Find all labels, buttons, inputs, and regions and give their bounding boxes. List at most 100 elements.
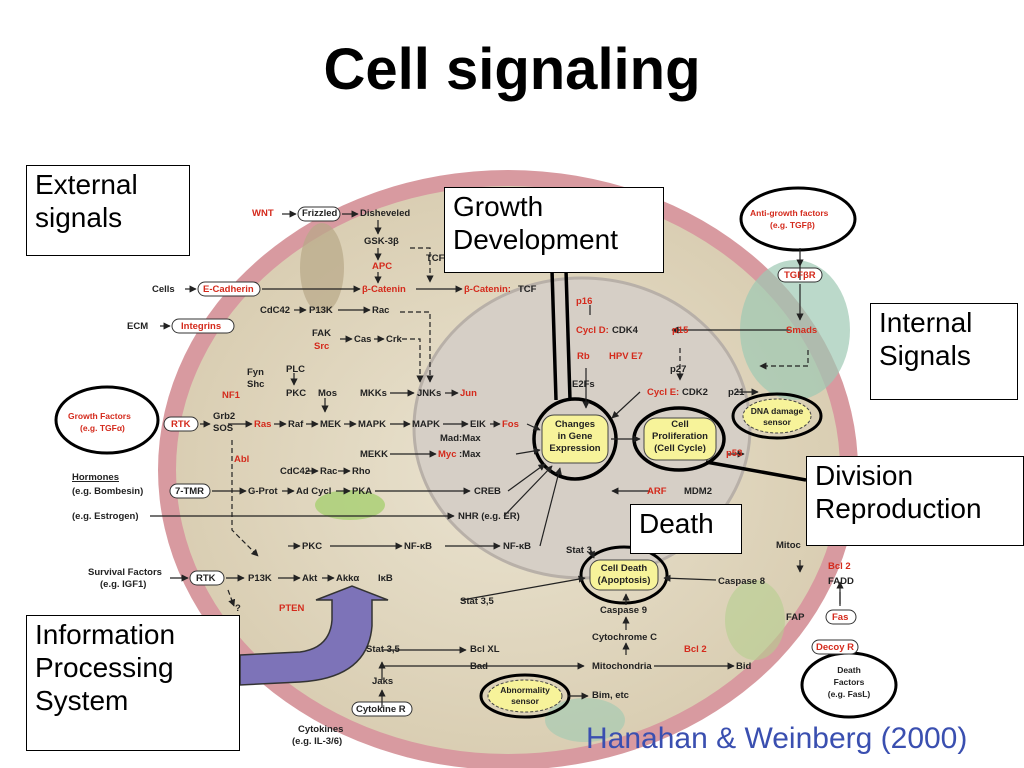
anti-growth-circle xyxy=(739,186,857,252)
label-fos: Fos xyxy=(502,419,519,430)
label-akka: Akkα xyxy=(336,573,360,584)
label-apop1: Cell Death xyxy=(600,563,648,574)
label-mito1: Mitoc xyxy=(776,540,801,551)
growth-development-box: Growth Development xyxy=(444,187,664,273)
label-raf: Raf xyxy=(288,419,304,430)
label-stat3: Stat 3 xyxy=(566,545,592,556)
label-pkc2: PKC xyxy=(302,541,323,552)
label-ecm: ECM xyxy=(127,321,149,332)
death-box: Death xyxy=(630,504,742,554)
external-signals-box: External signals xyxy=(26,165,190,256)
label-mek: MEK xyxy=(320,419,342,430)
label-cdc42a: CdC42 xyxy=(260,305,291,316)
label-bad: Bad xyxy=(470,661,488,672)
organelle-mito-c xyxy=(300,223,344,313)
apoptosis-node xyxy=(589,559,659,591)
label-rtk1: RTK xyxy=(171,419,191,430)
label-p15: p15 xyxy=(672,325,689,336)
label-tmr: 7-TMR xyxy=(175,486,205,497)
label-caspase8: Caspase 8 xyxy=(718,576,766,587)
label-disheveled: Disheveled xyxy=(360,208,411,219)
label-bombesin: (e.g. Bombesin) xyxy=(72,486,144,497)
label-nfkb2: NF-κB xyxy=(503,541,531,552)
label-rac1: Rac xyxy=(372,305,390,316)
label-mycmax: :Max xyxy=(459,449,481,460)
label-pten: PTEN xyxy=(279,603,305,614)
label-frizzled: Frizzled xyxy=(302,208,338,219)
label-dna1: DNA damage xyxy=(750,406,804,416)
label-bcatenin2: β-Catenin: xyxy=(464,284,511,295)
dashed-arrows xyxy=(227,247,809,607)
label-q: ? xyxy=(235,603,241,614)
label-fadd: FADD xyxy=(828,576,854,587)
label-p13ka: P13K xyxy=(309,305,333,316)
label-bcl2b: Bcl 2 xyxy=(684,644,707,655)
label-gf1: Growth Factors xyxy=(68,411,131,421)
label-mekk: MEKK xyxy=(360,449,388,460)
gene-expression-node xyxy=(541,414,609,464)
organelle-mito-a xyxy=(545,698,625,742)
label-mos: Mos xyxy=(318,388,337,399)
label-sos: SOS xyxy=(213,423,234,434)
label-apop2: (Apoptosis) xyxy=(597,575,651,586)
dna-sensor-node xyxy=(742,398,812,434)
rtk1-pill xyxy=(163,416,199,432)
label-rtk2: RTK xyxy=(196,573,216,584)
dna-sensor-ring xyxy=(731,392,823,440)
label-rho: Rho xyxy=(352,466,371,477)
label-fas: Fas xyxy=(832,612,849,623)
label-ikb: IκB xyxy=(378,573,393,584)
organelle-er xyxy=(740,260,850,400)
label-dna2: sensor xyxy=(763,417,791,427)
label-wnt: WNT xyxy=(252,208,274,219)
label-mdm2: MDM2 xyxy=(684,486,712,497)
label-prolif3: (Cell Cycle) xyxy=(654,443,706,454)
processing-arrow xyxy=(239,585,389,686)
label-smads: Smads xyxy=(786,325,818,336)
label-abn2: sensor xyxy=(511,696,539,706)
label-jaks: Jaks xyxy=(372,676,394,687)
label-jnks: JNKs xyxy=(417,388,442,399)
rtk2-pill xyxy=(189,570,225,586)
label-abl: Abl xyxy=(234,454,250,465)
label-cyto1: Cytokines xyxy=(298,724,344,735)
label-cells: Cells xyxy=(152,284,175,295)
label-mkks: MKKs xyxy=(360,388,387,399)
label-df3: (e.g. FasL) xyxy=(827,689,871,699)
label-bim: Bim, etc xyxy=(592,690,629,701)
label-bcatenin1: β-Catenin xyxy=(362,284,406,295)
proliferation-node xyxy=(643,417,717,461)
slide-title: Cell signaling xyxy=(323,37,701,102)
ecadherin-pill xyxy=(197,281,261,297)
label-madmax: Mad:Max xyxy=(440,433,481,444)
label-abn1: Abnormality xyxy=(500,685,550,695)
citation: Hanahan & Weinberg (2000) xyxy=(586,722,968,755)
label-nhr: NHR (e.g. ER) xyxy=(458,511,520,522)
label-prolif1: Cell xyxy=(671,419,689,430)
label-estrogen: (e.g. Estrogen) xyxy=(72,511,139,522)
growth-leader-b xyxy=(564,269,572,401)
label-gene2: in Gene xyxy=(557,431,593,442)
label-e2fs: E2Fs xyxy=(572,379,595,390)
label-jun: Jun xyxy=(460,388,477,399)
label-ecadherin: E-Cadherin xyxy=(203,284,254,295)
label-bid: Bid xyxy=(736,661,752,672)
label-fak: FAK xyxy=(312,328,331,339)
label-mapk2: MAPK xyxy=(412,419,440,430)
label-crk: Crk xyxy=(386,334,402,345)
label-bclxl: Bcl XL xyxy=(470,644,500,655)
label-cytc: Cytochrome C xyxy=(592,632,657,643)
frizzled-pill xyxy=(297,206,341,222)
label-df1: Death xyxy=(837,665,861,675)
tmr-pill xyxy=(169,483,211,499)
label-hormones: Hormones xyxy=(72,472,119,483)
label-tgfbr: TGFβR xyxy=(784,270,816,281)
label-nfkb1: NF-κB xyxy=(404,541,432,552)
label-grb2: Grb2 xyxy=(213,411,236,422)
label-fap: FAP xyxy=(786,612,805,623)
label-rb: Rb xyxy=(577,351,590,362)
label-surv2: (e.g. IGF1) xyxy=(100,579,147,590)
label-mapk1: MAPK xyxy=(358,419,386,430)
label-akt: Akt xyxy=(302,573,318,584)
label-prolif2: Proliferation xyxy=(652,431,708,442)
